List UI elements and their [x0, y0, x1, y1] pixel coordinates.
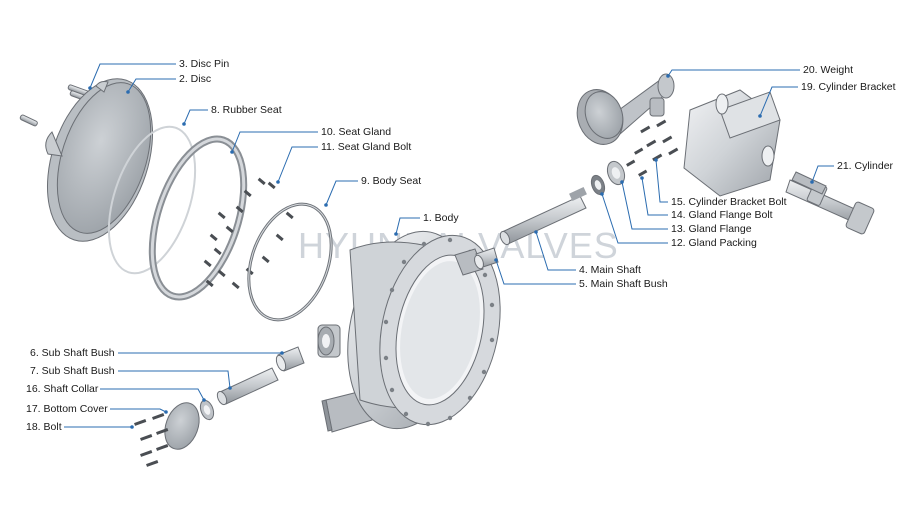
label-main-shaft: 4. Main Shaft	[579, 264, 641, 276]
seat-gland-part	[148, 135, 248, 301]
label-gland-flange-bolt: 14. Gland Flange Bolt	[671, 209, 773, 221]
label-sub-shaft-bush-7: 7. Sub Shaft Bush	[30, 365, 115, 377]
label-main-shaft-bush: 5. Main Shaft Bush	[579, 278, 668, 290]
bolt-parts	[134, 413, 169, 467]
label-cylinder-bracket-bolt: 15. Cylinder Bracket Bolt	[671, 196, 787, 208]
label-disc-pin: 3. Disc Pin	[179, 58, 229, 70]
part-labels: 3. Disc Pin 2. Disc 8. Rubber Seat 10. S…	[26, 58, 896, 433]
shaft-collar-part	[199, 399, 215, 421]
gland-packing-part	[590, 174, 606, 196]
valve-body-part	[317, 230, 501, 433]
cylinder-bracket-part	[683, 89, 781, 197]
sub-shaft-bush-7-part	[216, 367, 279, 406]
label-cylinder-bracket: 19. Cylinder Bracket	[801, 81, 896, 93]
main-shaft-part	[499, 186, 587, 246]
label-bolt: 18. Bolt	[26, 421, 62, 433]
label-gland-packing: 12. Gland Packing	[671, 237, 757, 249]
label-body-seat: 9. Body Seat	[361, 175, 421, 187]
label-sub-shaft-bush-6: 6. Sub Shaft Bush	[30, 347, 115, 359]
label-cylinder: 21. Cylinder	[837, 160, 894, 172]
sub-shaft-bush-6-part	[275, 346, 305, 372]
bottom-cover-part	[164, 402, 200, 450]
label-disc: 2. Disc	[179, 73, 211, 85]
rubber-seat-part	[107, 125, 197, 275]
weight-part	[576, 73, 675, 145]
label-weight: 20. Weight	[803, 64, 853, 76]
seat-gland-bolts	[203, 177, 294, 290]
leader-lines	[64, 63, 834, 429]
disc-part	[45, 78, 154, 242]
label-bottom-cover: 17. Bottom Cover	[26, 403, 108, 415]
cylinder-part	[785, 171, 875, 235]
label-body: 1. Body	[423, 212, 459, 224]
main-shaft-bush-part	[474, 247, 499, 270]
gland-flange-part	[606, 160, 626, 186]
body-seat-part	[247, 202, 333, 322]
label-rubber-seat: 8. Rubber Seat	[211, 104, 282, 116]
label-shaft-collar: 16. Shaft Collar	[26, 383, 99, 395]
cylinder-bracket-bolts	[640, 119, 679, 162]
gland-flange-bolts	[626, 147, 648, 177]
label-seat-gland-bolt: 11. Seat Gland Bolt	[321, 141, 411, 153]
label-gland-flange: 13. Gland Flange	[671, 223, 752, 235]
label-seat-gland: 10. Seat Gland	[321, 126, 391, 138]
